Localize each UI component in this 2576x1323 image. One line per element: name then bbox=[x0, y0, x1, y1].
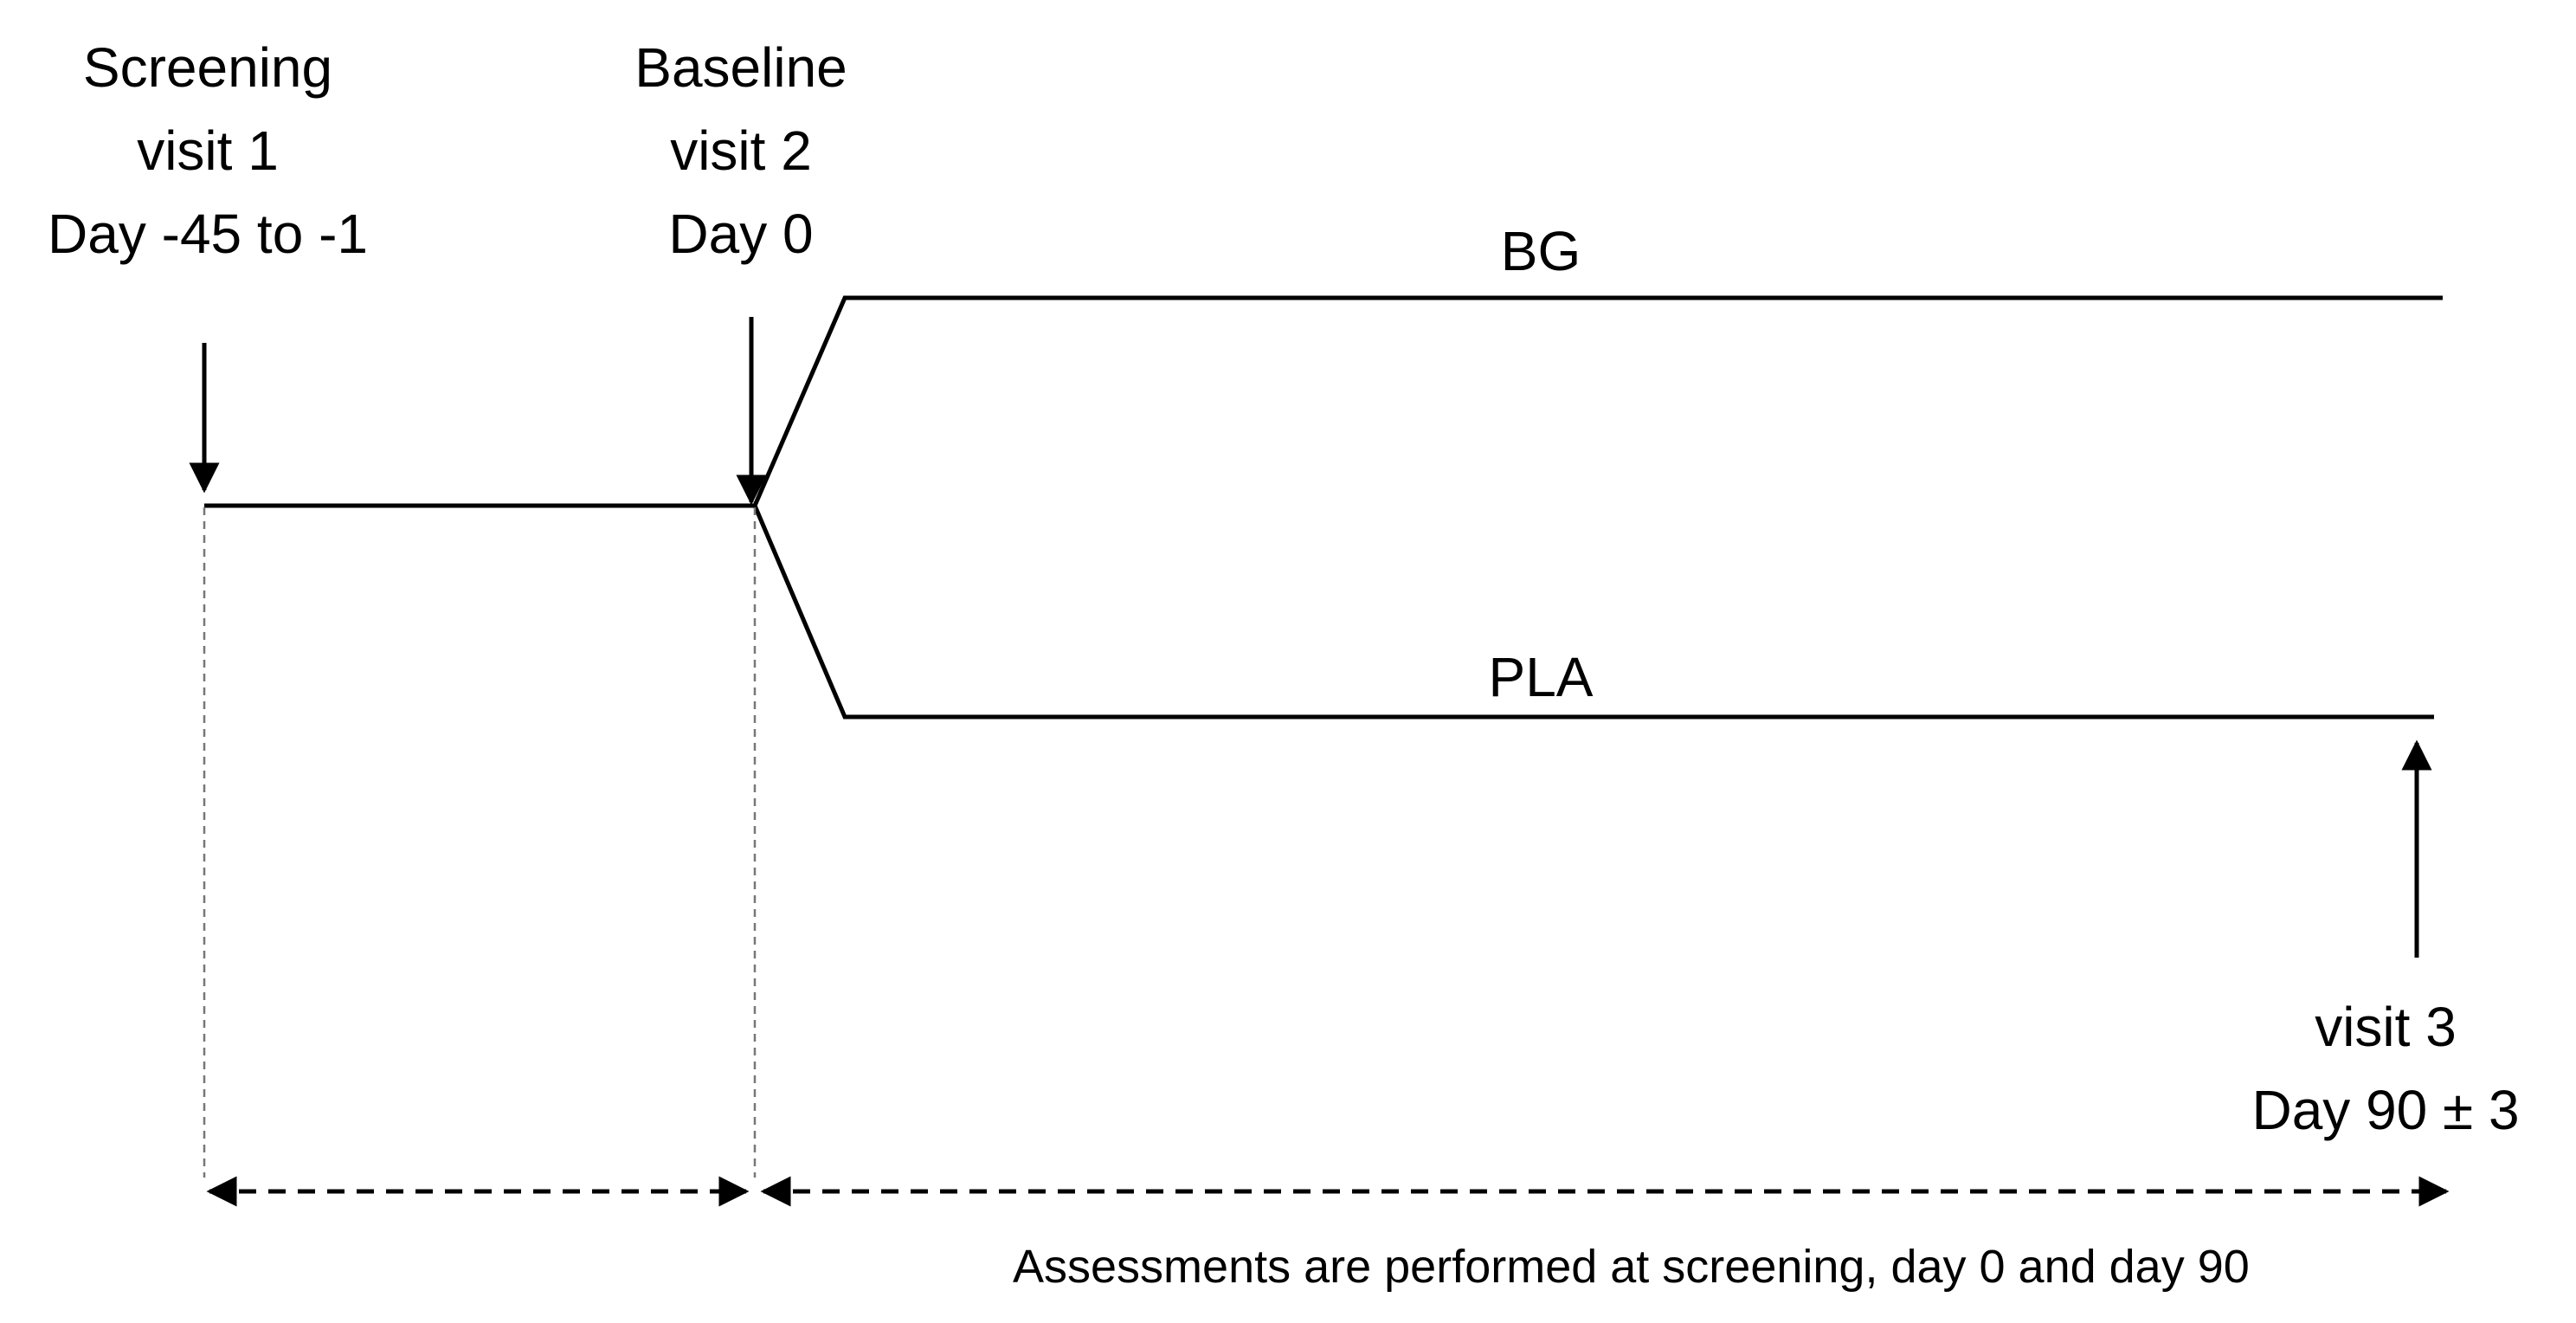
assessments-footnote: Assessments are performed at screening, … bbox=[1013, 1241, 2250, 1293]
bg-arm-line bbox=[752, 295, 2443, 507]
bg-arm-label: BG bbox=[1500, 220, 1581, 282]
pla-arm-label: PLA bbox=[1488, 646, 1594, 708]
pla-arm-line bbox=[752, 505, 2434, 720]
final-visit-label: visit 3 Day 90 ± 3 bbox=[2204, 985, 2567, 1152]
final-visit-line1: visit 3 bbox=[2315, 996, 2457, 1058]
screening-visit-line1: Screening bbox=[82, 36, 333, 99]
screening-visit-line3: Day -45 to -1 bbox=[48, 203, 368, 265]
screening-visit-label: Screening visit 1 Day -45 to -1 bbox=[0, 26, 415, 275]
baseline-visit-line1: Baseline bbox=[634, 36, 847, 99]
baseline-visit-line2: visit 2 bbox=[670, 119, 812, 182]
final-visit-line2: Day 90 ± 3 bbox=[2251, 1079, 2520, 1141]
baseline-visit-label: Baseline visit 2 Day 0 bbox=[568, 26, 914, 275]
screening-visit-line2: visit 1 bbox=[137, 119, 279, 182]
baseline-visit-line3: Day 0 bbox=[668, 203, 814, 265]
